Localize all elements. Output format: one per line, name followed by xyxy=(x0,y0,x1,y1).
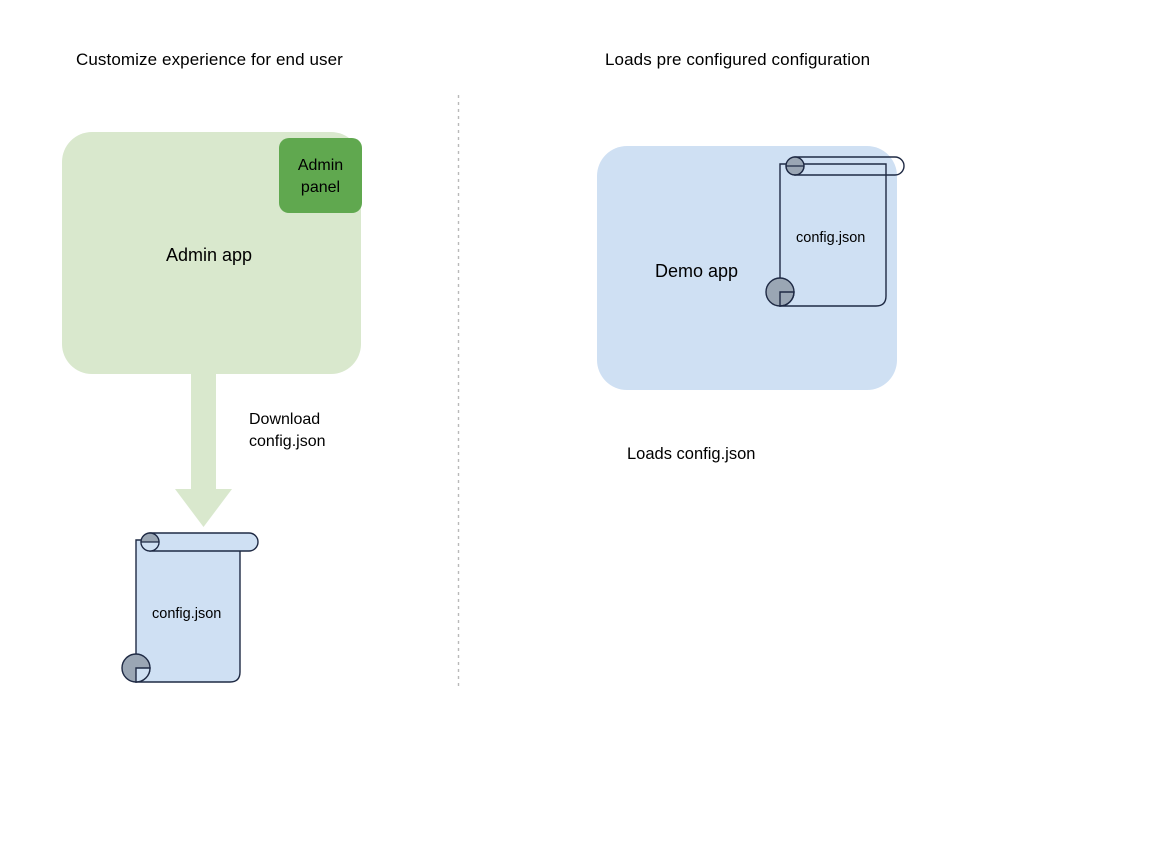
demo-app-box[interactable] xyxy=(597,146,897,390)
loads-config-caption: Loads config.json xyxy=(627,445,756,463)
left-document-body[interactable] xyxy=(135,539,241,683)
right-column-title: Loads pre configured configuration xyxy=(605,50,871,69)
right-document-label: config.json xyxy=(796,230,866,246)
download-arrow-label-line1: Download xyxy=(249,411,321,428)
left-document-top-roll xyxy=(149,532,259,552)
right-document-top-roll xyxy=(794,156,905,176)
download-arrow-label-line2: config.json xyxy=(249,433,326,450)
left-document-label: config.json xyxy=(152,606,222,622)
left-document-top-roll-highlight xyxy=(140,541,160,552)
admin-panel-label-line1: Admin xyxy=(297,157,344,174)
download-arrow xyxy=(175,372,232,527)
admin-panel-label-line2: panel xyxy=(300,179,341,196)
right-document-body[interactable] xyxy=(779,163,887,307)
admin-panel-badge[interactable] xyxy=(279,138,362,213)
right-document-top-roll-highlight xyxy=(785,165,805,176)
left-column-title: Customize experience for end user xyxy=(76,50,343,69)
left-document-bottom-roll-notch xyxy=(135,667,151,683)
admin-app-label: Admin app xyxy=(166,245,253,265)
demo-app-label: Demo app xyxy=(655,261,739,281)
right-document-bottom-roll-notch xyxy=(779,291,795,307)
